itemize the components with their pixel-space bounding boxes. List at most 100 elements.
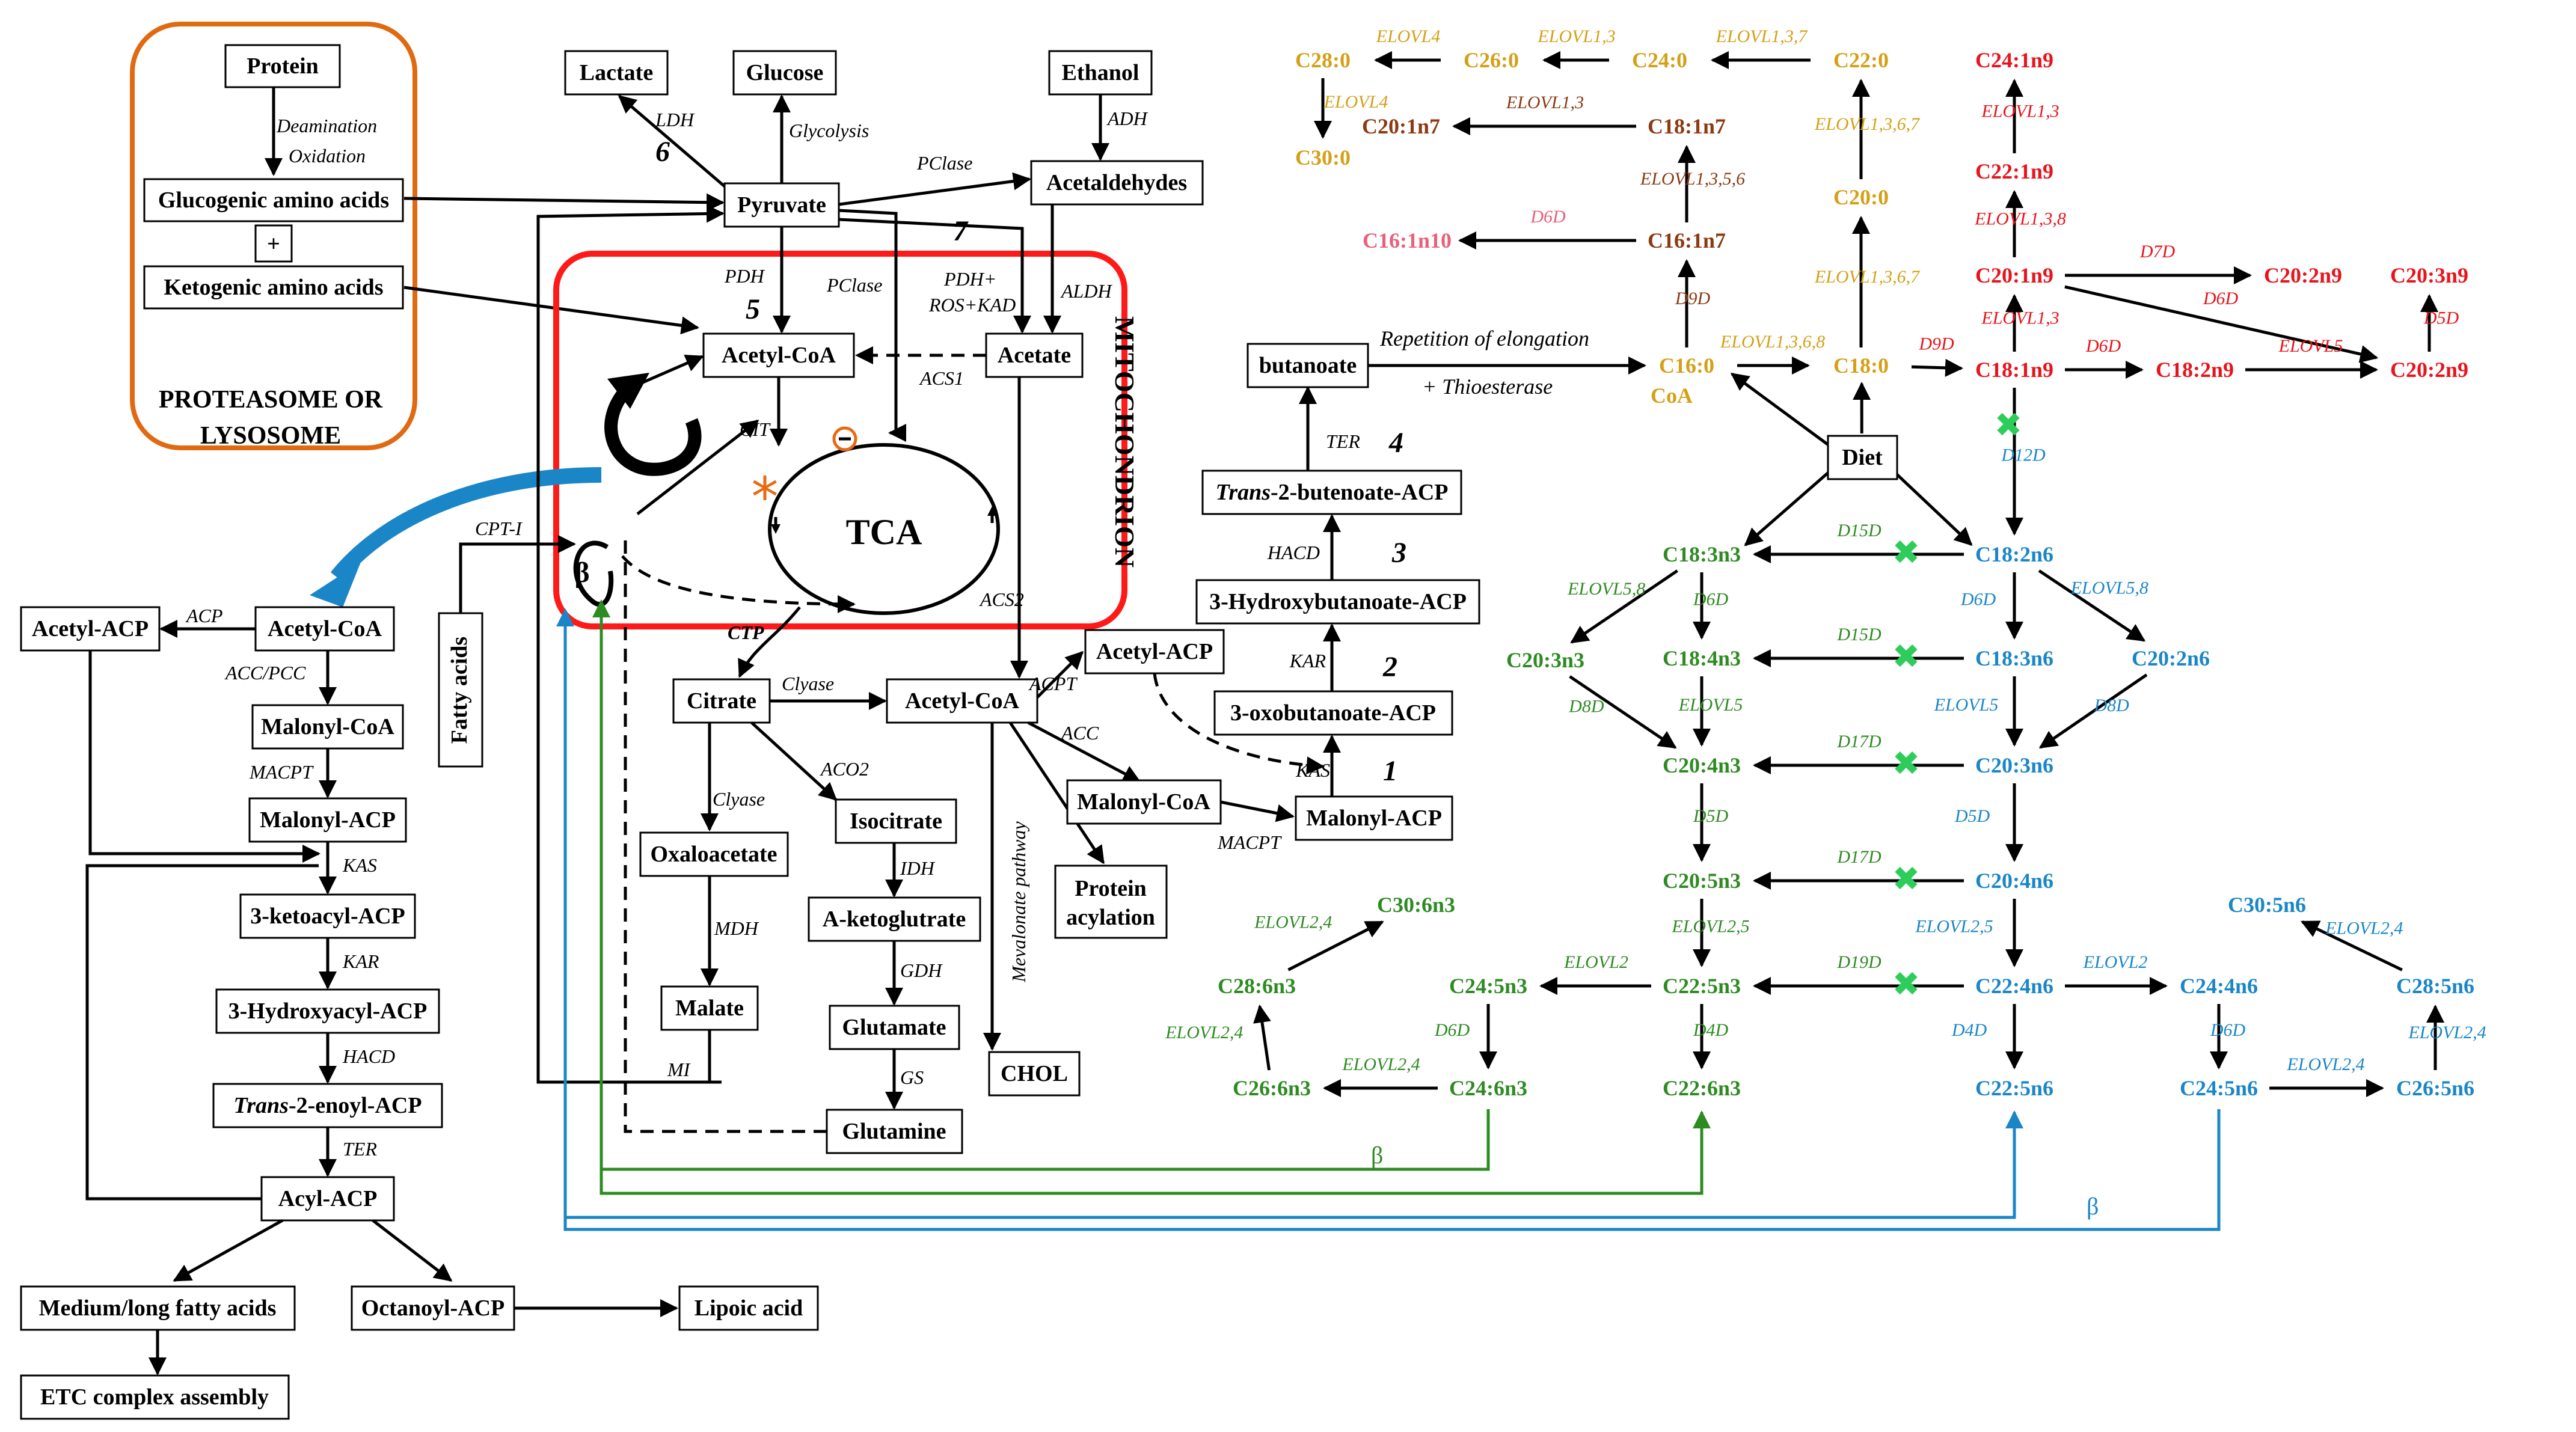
- enoyl-box: [212, 1083, 443, 1128]
- fatty-acid-c20-3n9: C20:3n9: [2390, 263, 2468, 287]
- fa-enzyme-label: D17D: [1836, 847, 1881, 867]
- fatty-acid-c22-1n9: C22:1n9: [1975, 159, 2053, 183]
- acetylcoa-cyto-label: Acetyl-CoA: [905, 688, 1019, 714]
- fatty-acid-c20-3n6: C20:3n6: [1975, 753, 2053, 777]
- ethanol-label: Ethanol: [1062, 60, 1139, 85]
- ketoacyl-label: 3-ketoacyl-ACP: [250, 904, 405, 929]
- glucogenic-box: [143, 178, 404, 222]
- plus-label: +: [267, 231, 280, 257]
- fa-enzyme-label: ELOVL1,3: [1537, 26, 1615, 46]
- clyase1-label: Clyase: [782, 673, 834, 694]
- ldh-label: LDH: [655, 109, 695, 130]
- isocitrate-label: Isocitrate: [850, 809, 942, 834]
- green-beta-return: [592, 599, 1490, 1171]
- fa-enzyme-label: ELOVL5,8: [1567, 579, 1645, 599]
- hydroxyacyl-box: [215, 988, 440, 1034]
- deamination-label: Deamination: [276, 115, 377, 136]
- fa-edge: [1570, 569, 1678, 644]
- glycolysis-label: Glycolysis: [789, 120, 869, 141]
- fatty-acid-c18-2n9: C18:2n9: [2156, 358, 2234, 382]
- fatty-acid-c18-0: C18:0: [1833, 353, 1889, 378]
- fatty-acid-c16-1n7: C16:1n7: [1648, 228, 1726, 252]
- pdh-ros-1: PDH+: [943, 268, 996, 290]
- lipoic-label: Lipoic acid: [695, 1296, 803, 1321]
- fatty-acid-c26-0: C26:0: [1464, 48, 1519, 72]
- fatty-acid-c20-1n7: C20:1n7: [1362, 114, 1440, 138]
- hydroxybut-label: 3-Hydroxybutanoate-ACP: [1209, 589, 1467, 614]
- kas-left-label: KAS: [342, 854, 377, 876]
- beta-oxidation-bracket: [573, 540, 614, 607]
- tca-cycle: [768, 443, 1000, 615]
- fatty-acids-box: [438, 612, 483, 768]
- blocked-x-icon: ✖: [1892, 860, 1921, 899]
- acetylcoa-left-box: [254, 606, 395, 652]
- ter-left-label: TER: [343, 1138, 377, 1160]
- fa-enzyme-label: ELOVL2,4: [1165, 1023, 1243, 1042]
- tca-label: TCA: [846, 512, 922, 552]
- fa-enzyme-label: ELOVL2,5: [1671, 917, 1749, 937]
- fatty-acid-c18-3n6: C18:3n6: [1975, 646, 2053, 670]
- fa-enzyme-label: D6D: [1530, 207, 1566, 227]
- blocked-x-icon: ✖: [1995, 406, 2023, 445]
- fa-enzyme-label: D6D: [1693, 590, 1729, 610]
- acs1-label: ACS1: [919, 367, 964, 389]
- ketogenic-label: Ketogenic amino acids: [164, 275, 383, 300]
- acpt-label: ACPT: [1028, 673, 1078, 694]
- idh-label: IDH: [900, 857, 936, 879]
- acp-label: ACP: [185, 605, 222, 626]
- fatty-acid-c28-6n3: C28:6n3: [1218, 974, 1296, 998]
- fa-enzyme-label: D4D: [1693, 1020, 1729, 1040]
- mitochondrion-frame: [553, 251, 1127, 629]
- fa-edge: [1253, 1004, 1271, 1071]
- fa-edge: [2038, 569, 2146, 642]
- malonylcoa-mid-box: [1066, 779, 1222, 825]
- protein-label: Protein: [247, 54, 319, 79]
- oxaloacetate-box: [639, 831, 789, 877]
- fa-enzyme-label: D6D: [2203, 289, 2239, 308]
- plus-box: [254, 224, 293, 263]
- acc-pcc-label: ACC/PCC: [224, 662, 306, 684]
- kar-mid-label: KAR: [1289, 650, 1326, 672]
- fa-enzyme-label: ELOVL1,3: [1981, 308, 2059, 328]
- fatty-acid-c26-6n3: C26:6n3: [1233, 1076, 1311, 1100]
- glutamate-box: [829, 1005, 960, 1050]
- malonylcoa-mid-label: Malonyl-CoA: [1077, 789, 1210, 815]
- medium-long-label: Medium/long fatty acids: [39, 1296, 277, 1321]
- fatty-acid-c28-0: C28:0: [1295, 48, 1351, 72]
- fatty-acid-c28-5n6: C28:5n6: [2396, 974, 2474, 998]
- medium-long-box: [20, 1285, 296, 1331]
- fa-enzyme-label: D5D: [1693, 806, 1729, 826]
- etc-box: [20, 1374, 290, 1420]
- acetaldehydes-label: Acetaldehydes: [1046, 170, 1187, 195]
- octanoyl-box: [351, 1285, 515, 1331]
- blocked-x-icon: ✖: [1892, 533, 1921, 572]
- lipoic-box: [678, 1285, 819, 1331]
- hydroxyacyl-label: 3-Hydroxyacyl-ACP: [228, 999, 428, 1024]
- fa-enzyme-label: ELOVL4: [1376, 26, 1441, 46]
- pdh-ros-2: ROS+KAD: [928, 294, 1016, 316]
- fatty-acid-c22-0: C22:0: [1833, 48, 1889, 72]
- fa-enzyme-label: ELOVL2: [2083, 952, 2148, 972]
- fatty-acid-c18-4n3: C18:4n3: [1663, 646, 1741, 670]
- butenoate-label: Trans-2-butenoate-ACP: [1215, 480, 1448, 505]
- thioesterase-label: + Thioesterase: [1422, 375, 1553, 399]
- fatty-acid-c22-6n3: C22:6n3: [1663, 1076, 1741, 1100]
- fa-enzyme-label: ELOVL2,5: [1915, 917, 1993, 937]
- lactate-label: Lactate: [580, 60, 653, 85]
- fa-enzyme-label: ELOVL1,3,5,6: [1640, 169, 1745, 189]
- kas-mid-label: KAS: [1295, 759, 1330, 781]
- blocked-x-icon: ✖: [1892, 744, 1921, 783]
- recycle-arrow-icon: [604, 379, 702, 476]
- proteasome-title-2: LYSOSOME: [200, 422, 341, 450]
- malonylacp-mid-box: [1295, 795, 1453, 841]
- fa-enzyme-label: ELOVL2,4: [2286, 1054, 2364, 1074]
- octanoyl-label: Octanoyl-ACP: [361, 1296, 505, 1321]
- fatty-acid-c26-5n6: C26:5n6: [2396, 1076, 2474, 1100]
- asterisk-icon: *: [752, 466, 779, 529]
- fatty-acid-c24-5n6: C24:5n6: [2180, 1076, 2258, 1100]
- fa-edge: [1569, 675, 1677, 749]
- protein-acyl-label-1: Protein: [1075, 876, 1147, 901]
- step-7: 7: [953, 215, 969, 247]
- ketogenic-box: [143, 265, 404, 310]
